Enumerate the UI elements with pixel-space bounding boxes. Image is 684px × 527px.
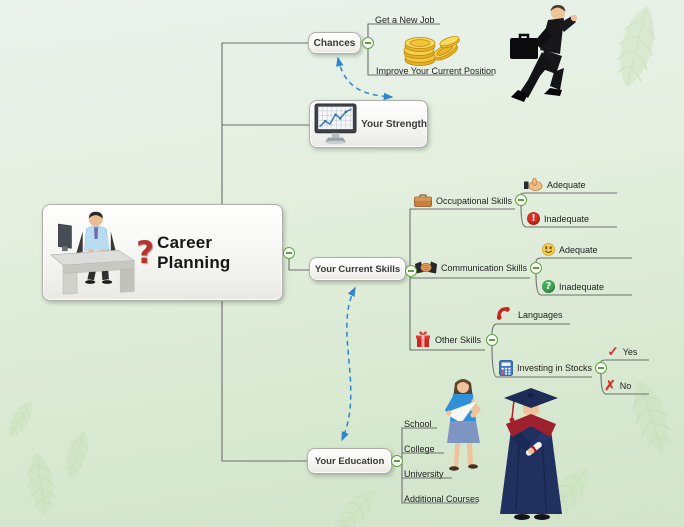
collapse-minus-icon-communication[interactable] — [530, 262, 542, 274]
cross-mark-icon: ✗ — [604, 377, 616, 394]
subtopic-college-label: College — [404, 443, 435, 454]
occupational-children-lines — [520, 192, 617, 228]
gift-box-icon — [416, 331, 430, 347]
subtopic-occupational-inadequate[interactable]: ! Inadequate — [527, 210, 589, 227]
subtopic-communication-adequate[interactable]: Adequate — [542, 241, 598, 258]
subtopic-occupational-skills-label: Occupational Skills — [436, 195, 513, 206]
subtopic-investing-no[interactable]: ✗ No — [604, 377, 631, 394]
branch-line-your-current-skills — [288, 259, 309, 271]
communication-children-lines — [535, 257, 632, 296]
subtopic-improve-position[interactable]: Improve Your Current Position — [376, 62, 496, 79]
collapse-minus-icon-education[interactable] — [391, 455, 403, 467]
woman-with-diploma-image[interactable] — [441, 377, 503, 474]
topic-chances[interactable]: Chances — [308, 32, 361, 54]
subtopic-improve-position-label: Improve Your Current Position — [376, 65, 497, 76]
collapse-minus-icon-investing[interactable] — [595, 362, 607, 374]
branch-line-your-education — [221, 301, 307, 462]
current-skills-children-lines — [409, 208, 530, 351]
thumb-up-hand-icon — [524, 178, 543, 191]
graduate-image[interactable] — [492, 382, 570, 524]
central-topic-label: Career Planning — [157, 232, 231, 272]
subtopic-get-a-new-job[interactable]: Get a New Job — [375, 11, 435, 28]
subtopic-occupational-skills[interactable]: Occupational Skills — [414, 192, 512, 209]
subtopic-get-a-new-job-label: Get a New Job — [375, 14, 435, 25]
phone-receiver-icon — [497, 307, 510, 320]
topic-your-current-skills-label: Your Current Skills — [314, 263, 401, 275]
relationship-arrow-chances-strength[interactable] — [336, 56, 394, 101]
running-businessman-image[interactable] — [498, 2, 593, 112]
subtopic-other-skills[interactable]: Other Skills — [415, 331, 481, 348]
subtopic-communication-adequate-label: Adequate — [559, 244, 598, 255]
collapse-minus-icon-current-skills[interactable] — [405, 265, 417, 277]
subtopic-additional-courses-label: Additional Courses — [404, 493, 480, 504]
subtopic-communication-skills[interactable]: Communication Skills — [415, 259, 527, 276]
subtopic-additional-courses[interactable]: Additional Courses — [404, 490, 480, 507]
collapse-minus-icon-root[interactable] — [283, 247, 295, 259]
subtopic-languages[interactable]: Languages — [497, 306, 563, 323]
man-at-desk-image — [50, 211, 136, 294]
subtopic-college[interactable]: College — [404, 440, 435, 457]
topic-your-current-skills[interactable]: Your Current Skills — [309, 257, 406, 281]
subtopic-other-skills-label: Other Skills — [435, 334, 482, 345]
topic-your-education[interactable]: Your Education — [307, 448, 392, 474]
other-skills-children-lines — [491, 323, 592, 378]
subtopic-university-label: University — [404, 468, 444, 479]
question-mark-icon: ? — [136, 234, 155, 271]
subtopic-investing-no-label: No — [619, 380, 632, 391]
collapse-minus-icon-other-skills[interactable] — [486, 334, 498, 346]
subtopic-occupational-adequate[interactable]: Adequate — [524, 176, 586, 193]
collapse-minus-icon-chances[interactable] — [362, 37, 374, 49]
question-badge-icon: ? — [542, 280, 555, 293]
topic-your-strength-label: Your Strength — [361, 118, 427, 130]
smiley-face-icon — [542, 243, 555, 256]
subtopic-communication-inadequate-label: Inadequate — [559, 281, 605, 292]
briefcase-icon — [414, 194, 432, 207]
investing-children-lines — [600, 359, 649, 395]
monitor-chart-icon — [314, 103, 357, 144]
subtopic-communication-inadequate[interactable]: ? Inadequate — [542, 278, 604, 295]
exclamation-badge-icon: ! — [527, 212, 540, 225]
topic-your-education-label: Your Education — [314, 455, 385, 467]
subtopic-investing-in-stocks-label: Investing in Stocks — [517, 362, 593, 373]
calculator-icon — [499, 359, 513, 376]
central-topic-career-planning[interactable]: ? Career Planning — [42, 204, 283, 301]
subtopic-occupational-inadequate-label: Inadequate — [544, 213, 590, 224]
topic-your-strength[interactable]: Your Strength — [309, 100, 428, 148]
subtopic-occupational-adequate-label: Adequate — [547, 179, 586, 190]
subtopic-communication-skills-label: Communication Skills — [441, 262, 528, 273]
subtopic-investing-in-stocks[interactable]: Investing in Stocks — [499, 359, 592, 376]
gold-coins-image[interactable] — [402, 31, 460, 66]
subtopic-languages-label: Languages — [518, 309, 563, 320]
branch-line-chances — [221, 42, 308, 204]
handshake-icon — [415, 261, 437, 274]
topic-chances-label: Chances — [313, 37, 356, 49]
subtopic-university[interactable]: University — [404, 465, 444, 482]
subtopic-investing-yes-label: Yes — [622, 346, 638, 357]
subtopic-school-label: School — [404, 418, 432, 429]
collapse-minus-icon-occupational[interactable] — [515, 194, 527, 206]
subtopic-school[interactable]: School — [404, 415, 432, 432]
check-mark-icon: ✓ — [607, 343, 619, 360]
relationship-arrow-skills-education[interactable] — [341, 286, 356, 442]
subtopic-investing-yes[interactable]: ✓ Yes — [607, 343, 637, 360]
